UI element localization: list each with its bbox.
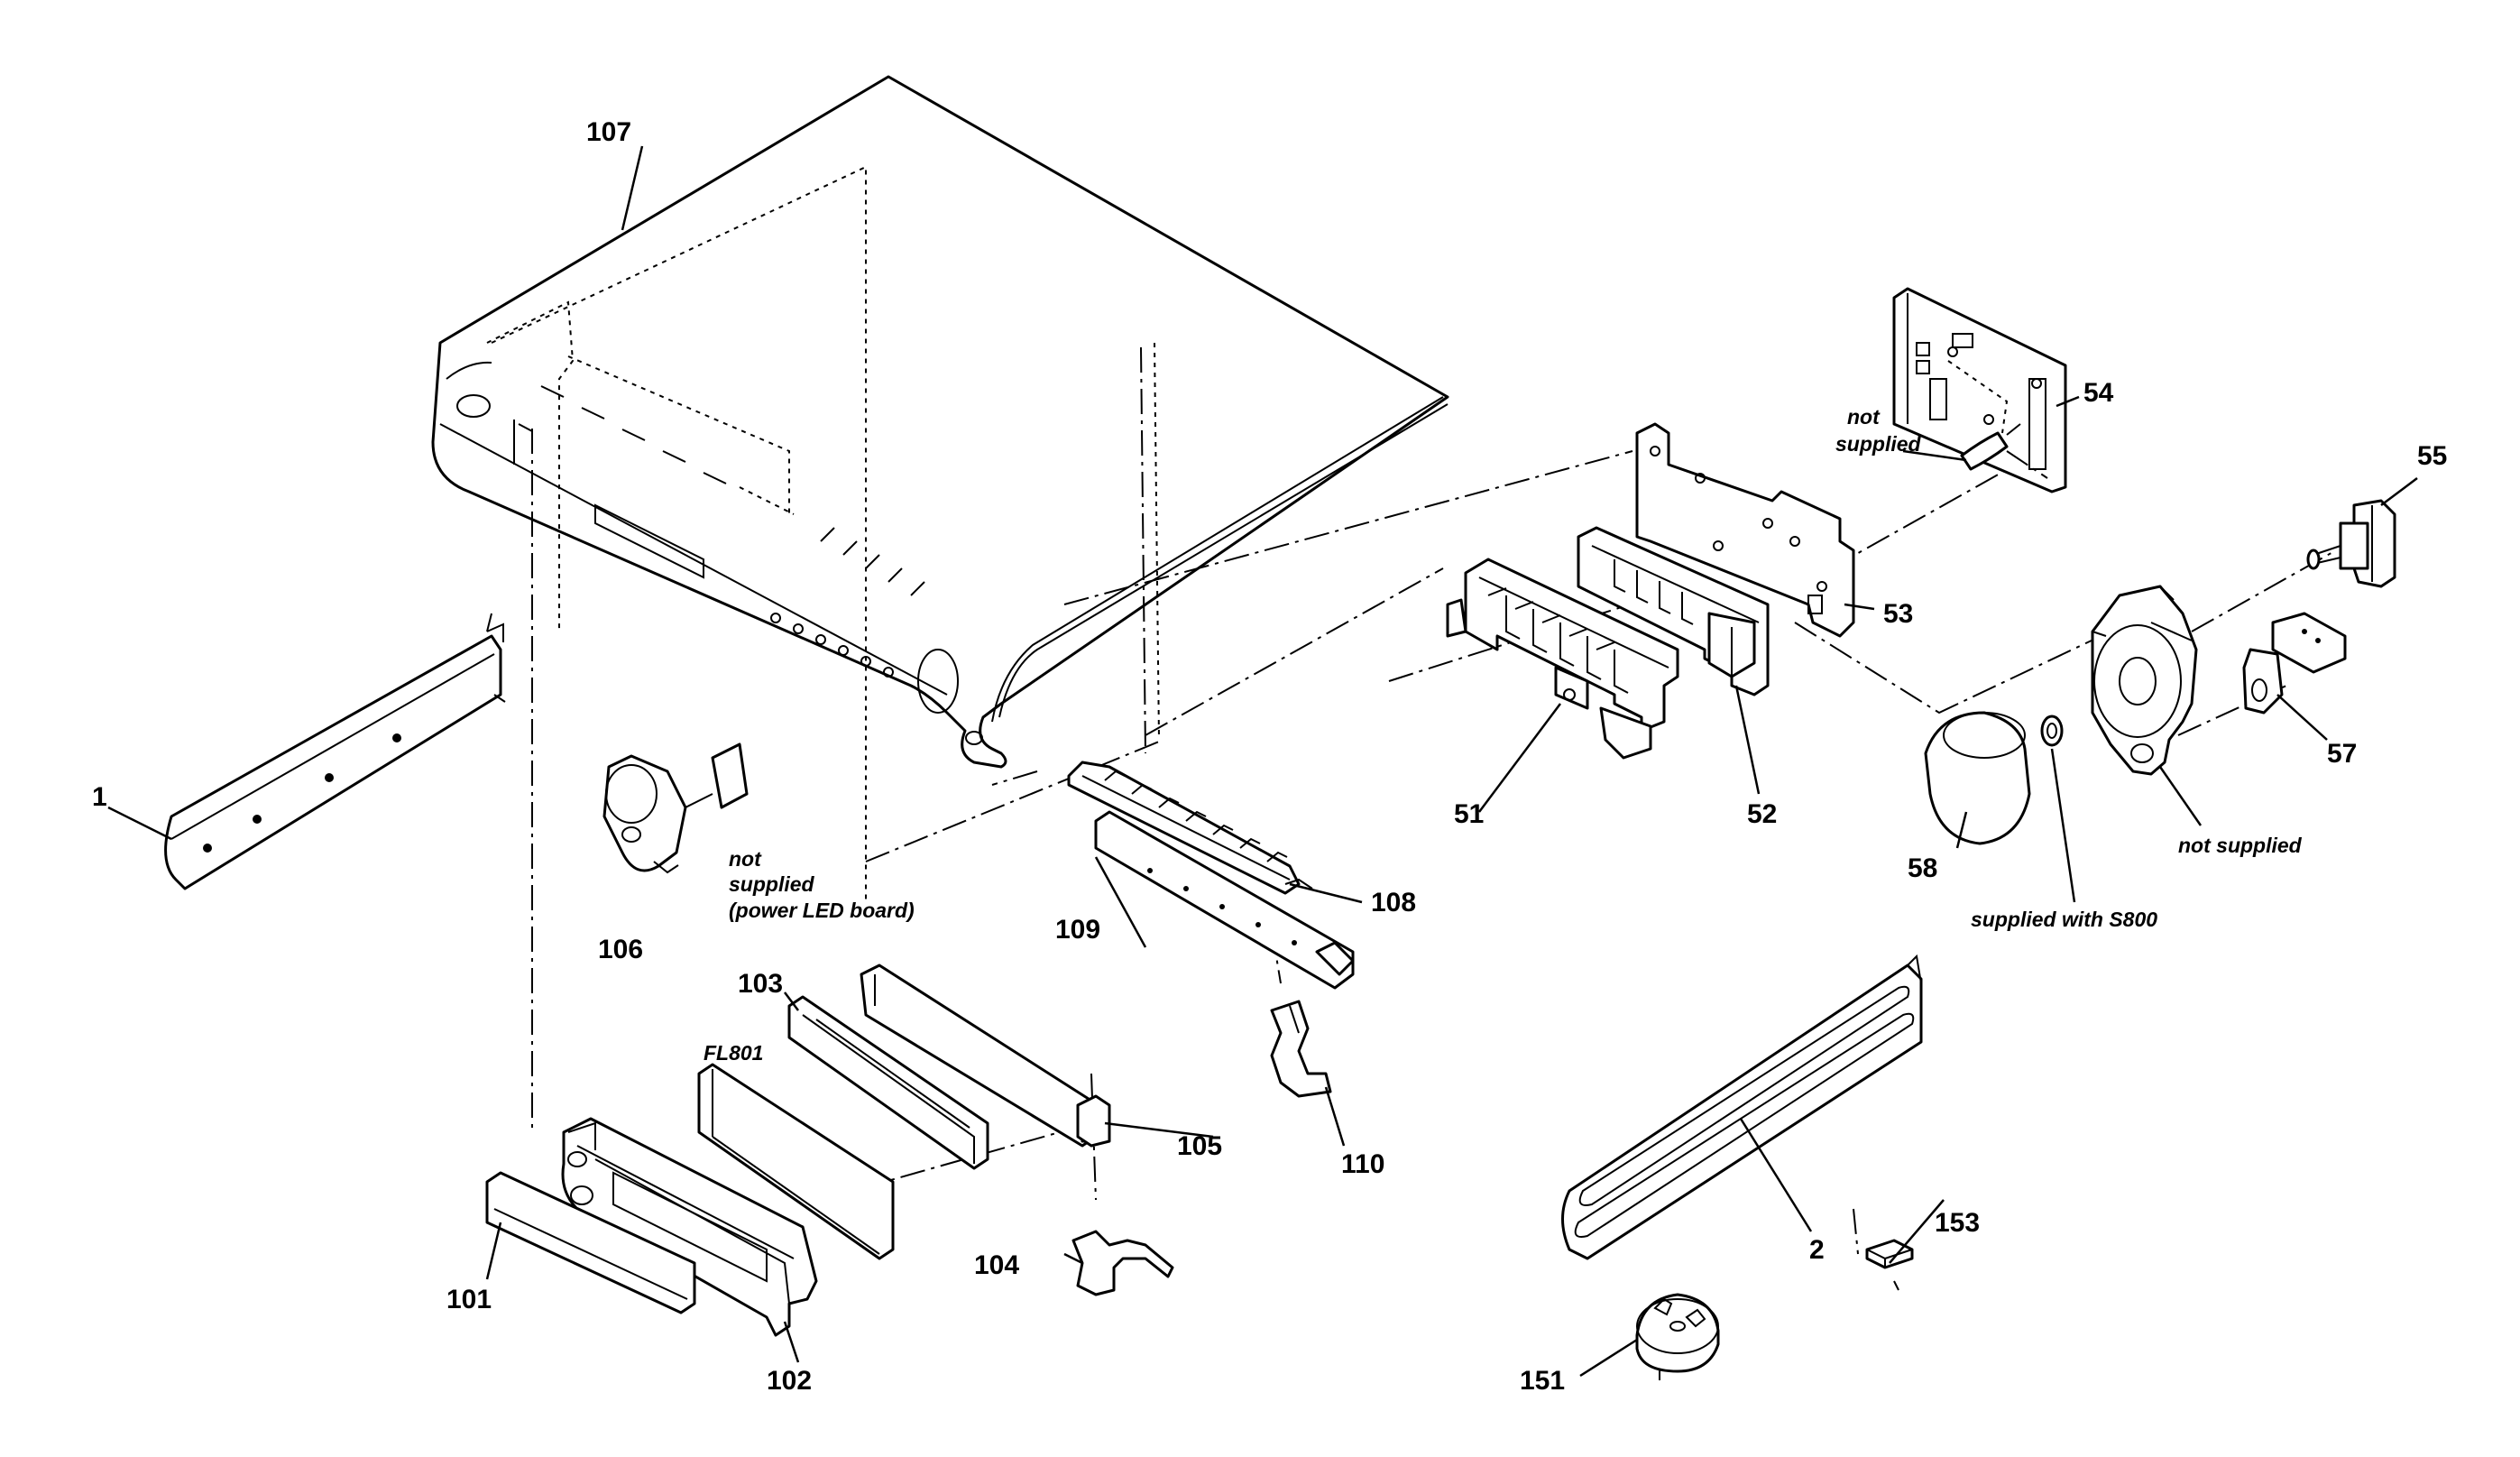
callout-1: 1 — [92, 782, 107, 812]
part-153-pad — [1865, 1239, 1914, 1269]
part-52-button-holder — [1577, 526, 1770, 696]
callout-103: 103 — [738, 969, 783, 999]
callout-55: 55 — [2417, 441, 2447, 471]
callout-102: 102 — [767, 1366, 812, 1396]
callout-54: 54 — [2083, 378, 2114, 408]
part-104-ribbon — [1071, 1230, 1174, 1296]
part-105-connector — [1076, 1094, 1111, 1148]
callout-153: 153 — [1935, 1208, 1980, 1238]
note-106-line1: not — [729, 847, 762, 871]
callout-58: 58 — [1908, 853, 1937, 883]
callout-106: 106 — [598, 935, 643, 964]
note-54-line2: supplied — [1835, 432, 1922, 456]
part-58-knob — [1924, 711, 2031, 845]
callout-104: 104 — [974, 1250, 1019, 1280]
callout-108: 108 — [1371, 888, 1416, 918]
part-102-front-frame — [561, 1117, 818, 1337]
part-108-button-bar — [1067, 761, 1313, 895]
callout-105: 105 — [1177, 1131, 1222, 1161]
hidden-lines — [486, 165, 1160, 902]
part-103-display-holder — [787, 995, 989, 1170]
part-109-board — [1094, 810, 1355, 990]
part-54-board — [1892, 287, 2067, 493]
callout-57: 57 — [2327, 739, 2357, 769]
note-106-line2: supplied — [729, 872, 815, 896]
callout-2: 2 — [1809, 1235, 1825, 1265]
callout-52: 52 — [1747, 799, 1777, 829]
callout-51: 51 — [1454, 799, 1484, 829]
label-fl801: FL801 — [704, 1041, 763, 1065]
knob-housing-not-supplied — [2091, 585, 2198, 776]
supply-notes: not supplied not supplied (power LED boa… — [729, 405, 2303, 931]
callout-53: 53 — [1883, 599, 1913, 629]
note-not-supplied-housing: not supplied — [2178, 834, 2303, 857]
callout-107: 107 — [586, 117, 631, 147]
washer-supplied-with-s800 — [2040, 715, 2064, 747]
note-54-line1: not — [1847, 405, 1881, 429]
callout-101: 101 — [446, 1285, 492, 1314]
callout-110: 110 — [1341, 1149, 1384, 1179]
callout-151: 151 — [1520, 1366, 1565, 1396]
part-110-ribbon — [1270, 1000, 1332, 1098]
part-fl801-display — [697, 1063, 895, 1260]
note-supplied-with-s800: supplied with S800 — [1971, 908, 2157, 931]
part-57-switch — [2242, 612, 2347, 715]
note-106-line3: (power LED board) — [729, 899, 915, 922]
part-51-button-holder — [1446, 558, 1679, 760]
part-2-right-rail — [1561, 954, 1923, 1260]
part-101-window — [485, 1171, 696, 1314]
part-107-top-cover — [431, 75, 1449, 769]
leader-lines — [107, 145, 2418, 1378]
assembly-guide-lines — [486, 346, 2337, 1380]
callout-labels: 107 1 106 109 108 110 51 52 53 54 55 57 … — [92, 117, 2447, 1396]
part-151-foot — [1635, 1293, 1720, 1373]
part-106-led-holder — [602, 742, 749, 874]
cable-not-supplied — [1960, 423, 2048, 479]
cover-button-holes — [770, 613, 894, 678]
part-53-board — [1635, 422, 1855, 638]
callout-109: 109 — [1055, 915, 1100, 945]
cover-vent-slots — [540, 385, 925, 596]
part-55-jack — [2306, 499, 2396, 588]
part-1-left-rail — [164, 622, 506, 890]
